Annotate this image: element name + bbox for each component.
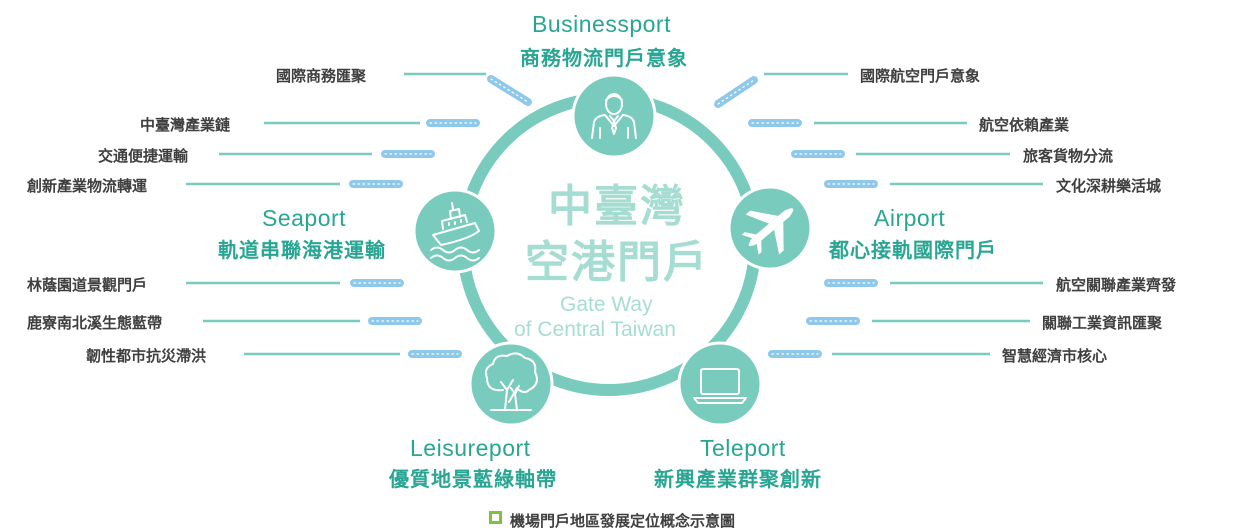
teleport-label-zh: 新興產業群聚創新 (654, 469, 822, 491)
right-item: 國際航空門戶意象 (860, 68, 981, 85)
right-item: 旅客貨物分流 (1023, 148, 1114, 165)
right-connector-lines (764, 72, 1043, 356)
ship-icon (430, 202, 480, 262)
node-seaport (412, 188, 498, 274)
right-item: 航空依賴產業 (979, 117, 1070, 134)
teleport-label-en: Teleport (700, 435, 786, 461)
left-item: 創新產業物流轉運 (27, 178, 148, 195)
center-subtitle-line1: Gate Way (560, 293, 653, 316)
node-teleport (677, 341, 763, 427)
dotted-link-highlights (352, 78, 875, 355)
left-connector-lines (186, 72, 486, 356)
node-business (571, 73, 657, 159)
right-item: 航空關聯產業齊發 (1056, 277, 1177, 294)
right-item: 文化深耕樂活城 (1056, 178, 1162, 195)
figure-caption: 機場門戶地區發展定位概念示意圖 (510, 513, 736, 530)
left-item: 林蔭園道景觀門戶 (27, 277, 148, 294)
left-item: 中臺灣產業鏈 (140, 117, 231, 134)
legend-square-icon (489, 511, 502, 524)
leisureport-label-en: Leisureport (410, 435, 531, 461)
right-item: 關聯工業資訊匯聚 (1042, 315, 1163, 332)
tree-icon (484, 352, 538, 411)
airport-label-en: Airport (874, 205, 946, 231)
business-label-zh: 商務物流門戶意象 (520, 48, 688, 70)
seaport-label-zh: 軌道串聯海港運輸 (218, 240, 386, 262)
left-item: 鹿寮南北溪生態藍帶 (27, 315, 163, 332)
laptop-icon (693, 368, 747, 404)
left-item: 韌性都市抗災滯洪 (86, 348, 207, 365)
businessman-icon (591, 93, 637, 139)
airport-label-zh: 都心接軌國際門戶 (829, 240, 997, 262)
center-title-line1: 中臺灣 (548, 182, 686, 231)
airplane-icon (741, 208, 794, 255)
center-title-line2: 空港門戶 (525, 238, 709, 287)
left-item: 交通便捷運輸 (98, 148, 189, 165)
center-subtitle-line2: of Central Taiwan (514, 318, 676, 341)
business-label-en: Businessport (532, 11, 671, 37)
seaport-label-en: Seaport (262, 205, 347, 231)
left-item: 國際商務匯聚 (276, 68, 367, 85)
leisureport-label-zh: 優質地景藍綠軸帶 (389, 469, 557, 491)
right-item: 智慧經濟市核心 (1002, 348, 1108, 365)
